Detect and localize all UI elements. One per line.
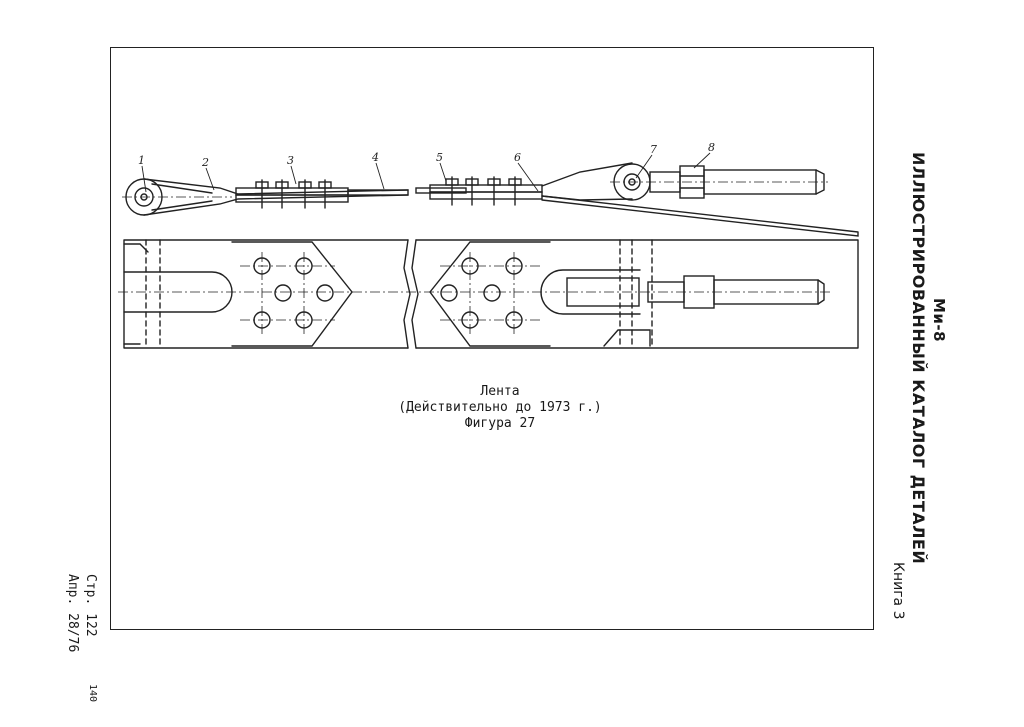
plan-right-outline	[415, 239, 859, 349]
plan-right-ghost	[619, 239, 653, 349]
leader-5	[439, 162, 447, 182]
strap-tail-right	[415, 187, 467, 194]
caption-figure: Фигура 27	[464, 416, 536, 431]
plan-right-hatch	[603, 329, 651, 347]
callout-5: 5	[436, 151, 443, 164]
leader-6	[517, 162, 539, 192]
caption-validity: (Действительно до 1973 г.)	[398, 400, 602, 415]
leader-8	[693, 152, 711, 169]
plan-left-hatch	[123, 243, 149, 345]
plan-right-plate	[429, 241, 551, 347]
plan-left-outline	[123, 239, 409, 349]
callout-3: 3	[287, 154, 294, 167]
strap-loop-left	[143, 178, 409, 216]
caption-name: Лента	[480, 384, 520, 399]
header-book: Книга 3	[890, 562, 906, 620]
plan-left-plate	[231, 241, 353, 347]
strap-inner-left	[151, 183, 213, 211]
callout-8: 8	[708, 141, 715, 154]
plan-fitting-body	[566, 277, 640, 307]
plan-right-holes	[440, 257, 523, 329]
footer-date: Апр. 28/76	[65, 574, 80, 653]
plan-left-holes	[253, 257, 334, 329]
callout-1: 1	[138, 154, 145, 167]
caption-block: Лента (Действительно до 1973 г.) Фигура …	[330, 384, 670, 432]
strap-tail-left	[347, 189, 409, 196]
footer-sheet: 140	[87, 684, 98, 703]
leader-1	[141, 165, 147, 193]
header-model: Ми-8	[930, 298, 948, 343]
callout-6: 6	[514, 151, 521, 164]
footer-page: Стр. 122	[83, 574, 98, 637]
leader-2	[205, 167, 215, 191]
header-catalog-title: ИЛЛЮСТРИРОВАННЫЙ КАТАЛОГ ДЕТАЛЕЙ	[909, 152, 928, 565]
callout-7: 7	[650, 143, 657, 156]
plan-break-left	[403, 239, 411, 349]
drawing-frame	[110, 47, 874, 630]
plan-left-ghost	[145, 239, 161, 349]
plan-break-right	[411, 239, 419, 349]
strap-long-tail	[541, 195, 859, 237]
callout-2: 2	[201, 156, 209, 169]
clamp-plates-right	[429, 176, 543, 206]
leader-3	[290, 165, 297, 185]
leader-4	[375, 162, 385, 190]
callout-4: 4	[371, 151, 379, 164]
leader-7	[635, 154, 653, 179]
